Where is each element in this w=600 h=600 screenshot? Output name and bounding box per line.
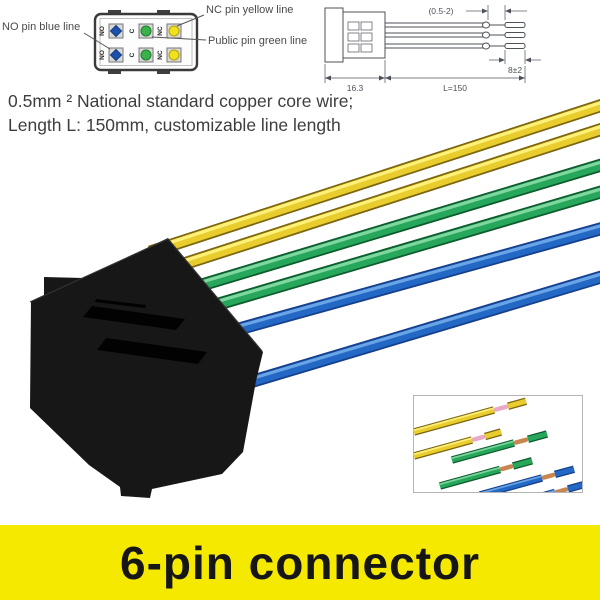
- pin-no-1: [109, 24, 123, 38]
- label-nc-pin: NC pin yellow line: [206, 4, 293, 16]
- pin-label-c-1: C: [129, 28, 136, 33]
- wire-yellow-1: [147, 99, 600, 259]
- housing-slot-dash: [95, 299, 146, 308]
- dimension-connector-width: 16.3: [324, 60, 386, 93]
- description-line-1: 0.5mm ² National standard copper core wi…: [8, 91, 354, 111]
- pin-c-1: [140, 25, 152, 37]
- wire-blue-2: [237, 270, 600, 392]
- housing-edge-highlight: [29, 238, 263, 352]
- connector-housing: [29, 238, 263, 498]
- pin-c-2: [140, 49, 152, 61]
- flange: [324, 7, 344, 63]
- pin-label-nc-1: NC: [157, 26, 164, 36]
- dimension-length: L=150: [385, 66, 526, 93]
- dim-connector-text: 16.3: [347, 83, 364, 93]
- wire-green-2: [202, 185, 600, 315]
- label-no-pin: NO pin blue line: [2, 21, 80, 33]
- wire-green-1: [182, 158, 600, 297]
- leader-no: [83, 32, 111, 50]
- pin-diagram: NO C NC NO C NC NO pin blue line NC pin …: [2, 4, 307, 74]
- body: [342, 11, 386, 59]
- connector-side-view: [324, 7, 526, 63]
- inset-wire-green-2: [438, 457, 533, 490]
- inset-wire-yellow-2: [412, 428, 503, 460]
- tab-top-left: [108, 10, 121, 15]
- connector-front-view: NO C NC NO C NC: [93, 10, 199, 74]
- dim-terminal-text: 8±2: [508, 65, 522, 75]
- label-public-pin: Public pin green line: [208, 35, 307, 47]
- housing-slot-2: [97, 338, 207, 364]
- wire-yellow-2: [162, 122, 600, 277]
- pin-label-nc-2: NC: [157, 50, 164, 60]
- wire-tips-image: [412, 397, 585, 510]
- tab-bottom-left: [108, 69, 121, 74]
- pin-label-c-2: C: [129, 52, 136, 57]
- description-line-2: Length L: 150mm, customizable line lengt…: [8, 114, 341, 135]
- connector-inner-outline: [99, 18, 193, 66]
- tab-top-right: [157, 10, 170, 15]
- dimension-strip: (0.5-2): [428, 5, 527, 20]
- pin-nc-2: [168, 49, 180, 61]
- main-photo: [29, 99, 600, 498]
- contact-grid: [347, 21, 373, 53]
- dim-strip-text: (0.5-2): [428, 6, 453, 16]
- drawing-wires: [384, 21, 526, 50]
- pin-no-2: [109, 48, 123, 62]
- dim-length-text: L=150: [443, 83, 467, 93]
- technical-drawing: (0.5-2) 8±2 16.3 L=150: [324, 5, 541, 93]
- inset-wire-yellow-1: [412, 397, 528, 436]
- pin-label-no-2: NO: [99, 50, 106, 60]
- leader-nc: [176, 14, 205, 27]
- wire-tips-inset: [412, 395, 585, 510]
- pin-label-no-1: NO: [99, 26, 106, 36]
- housing-slot-1: [83, 306, 185, 330]
- description-block: 0.5mm ² National standard copper core wi…: [8, 90, 353, 137]
- housing-body: [30, 238, 263, 498]
- wire-blue-1: [225, 222, 600, 339]
- leader-public: [151, 36, 207, 41]
- pin-nc-1: [168, 25, 180, 37]
- dimension-terminal: 8±2: [489, 50, 541, 75]
- inset-wire-green-1: [450, 430, 548, 464]
- caption-text: 6-pin connector: [119, 536, 481, 589]
- caption-banner: 6-pin connector: [0, 525, 600, 600]
- tab-bottom-right: [157, 69, 170, 74]
